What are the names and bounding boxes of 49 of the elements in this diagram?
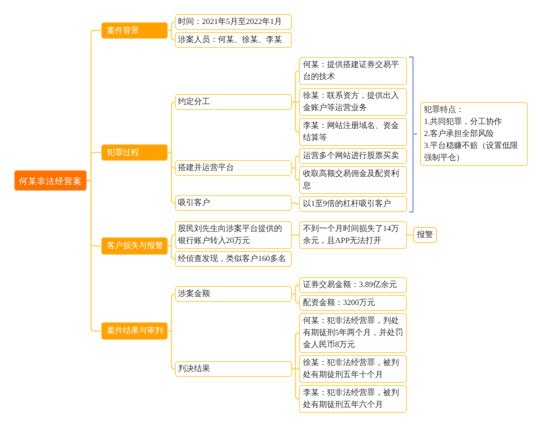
list-item: 1.共同犯罪，分工协作 xyxy=(424,116,502,128)
connector-line xyxy=(168,293,176,332)
list-item: 2.客户承担全部风险 xyxy=(424,128,494,140)
list-item: 3.平台稳赚不赔（设置低限强制平仓） xyxy=(424,140,519,164)
topic-box: 李某：犯非法经营罪，被判处有期徒刑五年六个月 xyxy=(299,385,407,413)
topic-box: 约定分工 xyxy=(175,94,292,110)
connector-line xyxy=(168,21,176,32)
connector-line xyxy=(292,155,300,169)
topic-box: 徐某：犯非法经营罪，被判处有期徒刑五年十个月 xyxy=(299,355,407,383)
connector-line xyxy=(87,180,101,332)
topic-box: 股民刘先生向涉案平台提供的银行账户转入20万元 xyxy=(175,221,292,249)
connector-line xyxy=(292,70,300,103)
branch-box: 案件背景 xyxy=(101,22,168,39)
tag-box: 报警 xyxy=(413,227,437,243)
topic-box: 吸引客户 xyxy=(175,195,292,211)
central-topic-box: 何某非法经营案 xyxy=(14,170,87,191)
topic-box: 不到一个月时间损失了14万余元，且APP无法打开 xyxy=(299,221,407,249)
topic-box: 搭建并运营平台 xyxy=(175,160,292,176)
connector-line xyxy=(292,368,300,400)
box-heading: 犯罪特点： xyxy=(424,104,464,116)
topic-box: 李某：网站注册域名、资金结算等 xyxy=(299,118,407,146)
connector-line xyxy=(292,332,300,370)
topic-box: 涉案人员：何某、徐某、李某 xyxy=(175,32,292,48)
connector-line xyxy=(168,30,176,41)
summary-box xyxy=(420,102,528,166)
topic-box: 徐某：联系资方，提供出入金账户等运营业务 xyxy=(299,88,407,116)
branch-box: 案件结果与审判 xyxy=(101,322,168,340)
topic-box: 配资金额：3200万元 xyxy=(299,295,407,311)
connector-line xyxy=(292,293,300,304)
connector-line xyxy=(292,284,300,295)
topic-box: 以1至9倍的杠杆吸引客户 xyxy=(299,196,407,212)
topic-box: 时间：2021年5月至2022年1月 xyxy=(175,14,292,30)
topic-box: 判决结果 xyxy=(175,361,292,377)
connector-line xyxy=(168,245,176,260)
topic-box: 何某：提供搭建证券交易平台的技术 xyxy=(299,57,407,85)
topic-box: 经侦查发现，类似客户160多名 xyxy=(175,251,292,267)
branch-box: 犯罪过程 xyxy=(101,144,168,161)
topic-box: 运营多个网站进行股票买卖 xyxy=(299,148,407,164)
topic-box: 何某：犯非法经营罪，判处有期徒刑5年两个月，并处罚金人民币8万元 xyxy=(299,313,407,353)
topic-box: 收取高额交易佣金及配资利息 xyxy=(299,166,407,194)
topic-box: 涉案金额 xyxy=(175,286,292,302)
connector-line xyxy=(168,234,176,247)
topic-box: 证券交易金额：3.89亿余元 xyxy=(299,277,407,293)
connector-line xyxy=(168,330,176,370)
connector-line xyxy=(292,167,300,181)
connector-line xyxy=(168,152,176,204)
branch-box: 客户损失与报警 xyxy=(101,237,168,255)
connector-line xyxy=(168,101,176,154)
connector-line xyxy=(292,101,300,133)
